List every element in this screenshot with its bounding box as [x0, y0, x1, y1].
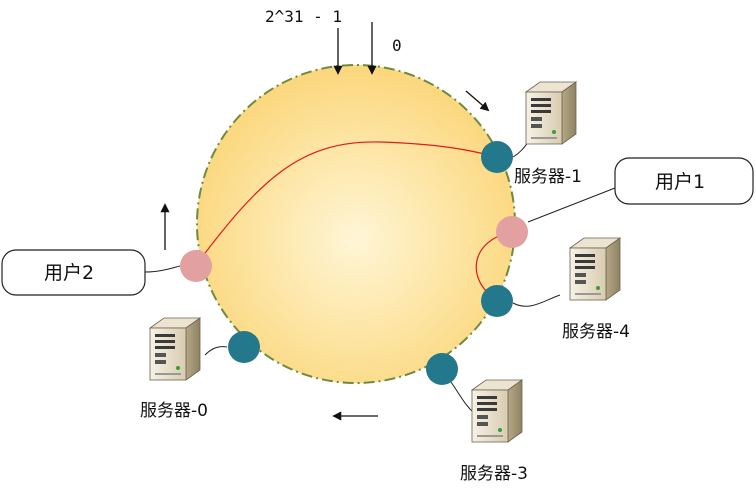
server-label-1: 服务器-1	[514, 167, 582, 187]
server-node	[228, 331, 260, 363]
server-icon	[525, 81, 577, 145]
connector-user1	[527, 187, 616, 223]
server-label-0: 服务器-0	[140, 401, 208, 421]
server-node	[481, 285, 513, 317]
user-node	[496, 216, 528, 248]
user-label-1: 用户1	[655, 171, 705, 193]
connector-server4	[512, 294, 561, 307]
route-user2-to-server1	[195, 141, 498, 266]
ring-max-label: 2^31 - 1	[265, 7, 342, 26]
user-box-1: 用户1	[614, 157, 754, 205]
connector-server0	[204, 346, 228, 356]
user-box-2: 用户2	[1, 249, 146, 296]
server-icon	[149, 317, 201, 381]
server-icon	[471, 379, 523, 443]
user-node	[180, 250, 212, 282]
arrow-icon	[465, 90, 490, 112]
server-label-4: 服务器-4	[562, 322, 630, 342]
ring-zero-label: 0	[392, 36, 402, 55]
server-node	[481, 141, 513, 173]
user-label-2: 用户2	[44, 262, 94, 284]
connector-server3	[450, 381, 475, 414]
server-node	[426, 353, 458, 385]
server-label-3: 服务器-3	[460, 464, 528, 484]
connector-user2	[144, 265, 181, 273]
server-icon	[569, 237, 621, 301]
